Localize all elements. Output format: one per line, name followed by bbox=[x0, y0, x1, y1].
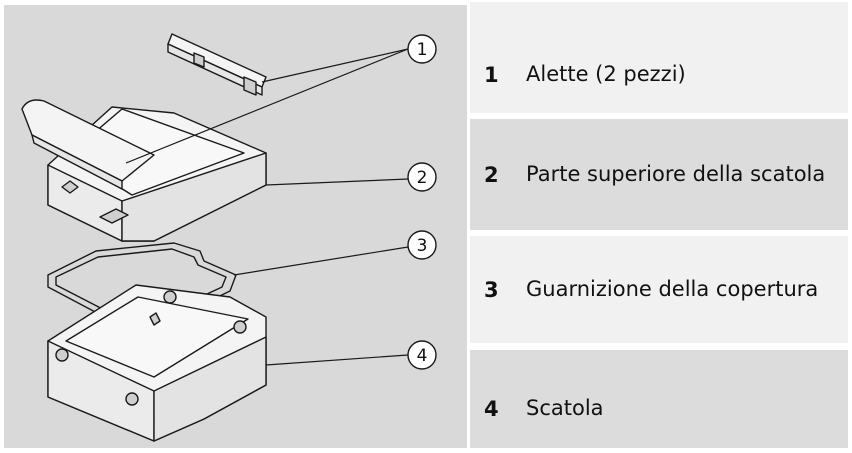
legend-row: 1 Alette (2 pezzi) bbox=[470, 2, 848, 113]
box-top-part bbox=[21, 99, 267, 242]
legend-row: 2 Parte superiore della scatola bbox=[470, 119, 848, 230]
legend-row: 4 Scatola bbox=[470, 350, 848, 448]
legend-label: Guarnizione della copertura bbox=[526, 277, 819, 301]
callout-3-label: 3 bbox=[417, 236, 428, 256]
legend-label: Alette (2 pezzi) bbox=[526, 62, 686, 86]
legend-label: Parte superiore della scatola bbox=[526, 162, 826, 186]
callout-4-circle bbox=[407, 340, 437, 370]
callout-3-circle bbox=[407, 230, 437, 260]
callout-2-circle bbox=[407, 162, 437, 192]
box-base-part bbox=[47, 284, 267, 442]
legend-number: 4 bbox=[484, 397, 499, 421]
tab-piece-top bbox=[167, 33, 267, 96]
callout-1-label: 1 bbox=[417, 40, 428, 60]
parts-legend: 1 Alette (2 pezzi) 2 Parte superiore del… bbox=[470, 0, 852, 453]
legend-number: 2 bbox=[484, 162, 499, 187]
callout-4-label: 4 bbox=[417, 346, 428, 366]
legend-row: 3 Guarnizione della copertura bbox=[470, 236, 848, 343]
exploded-view-illustration: 1 2 3 4 bbox=[4, 5, 467, 448]
legend-label: Scatola bbox=[526, 396, 604, 420]
callout-1-circle bbox=[407, 34, 437, 64]
legend-number: 3 bbox=[484, 277, 499, 302]
legend-number: 1 bbox=[484, 63, 499, 87]
callout-2-label: 2 bbox=[417, 168, 428, 188]
